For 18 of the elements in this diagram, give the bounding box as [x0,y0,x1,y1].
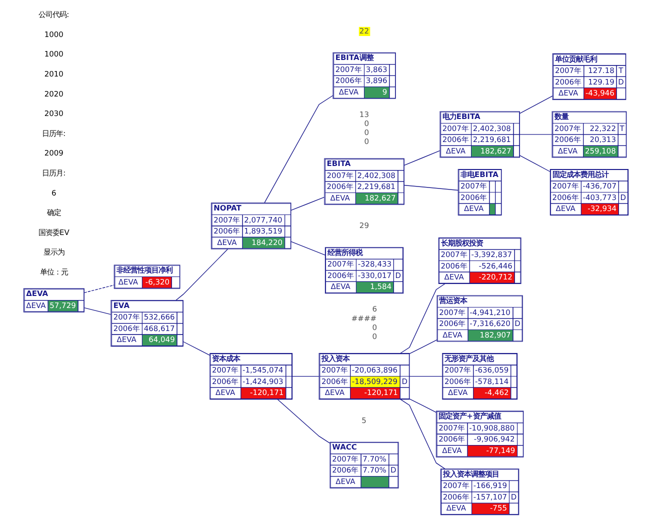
connector [403,150,440,166]
connector [290,196,324,210]
connector [292,375,319,376]
connector [84,284,114,293]
connector [175,248,228,300]
connector [276,398,330,444]
connector [290,240,325,255]
connector [264,94,333,203]
connector [408,398,436,412]
connector [408,375,442,376]
connector [400,282,445,354]
connector [518,154,550,172]
connector [182,340,210,356]
connector [518,95,552,114]
connector [403,184,458,190]
connector [400,398,445,469]
connector [84,306,111,314]
connector [408,339,437,354]
